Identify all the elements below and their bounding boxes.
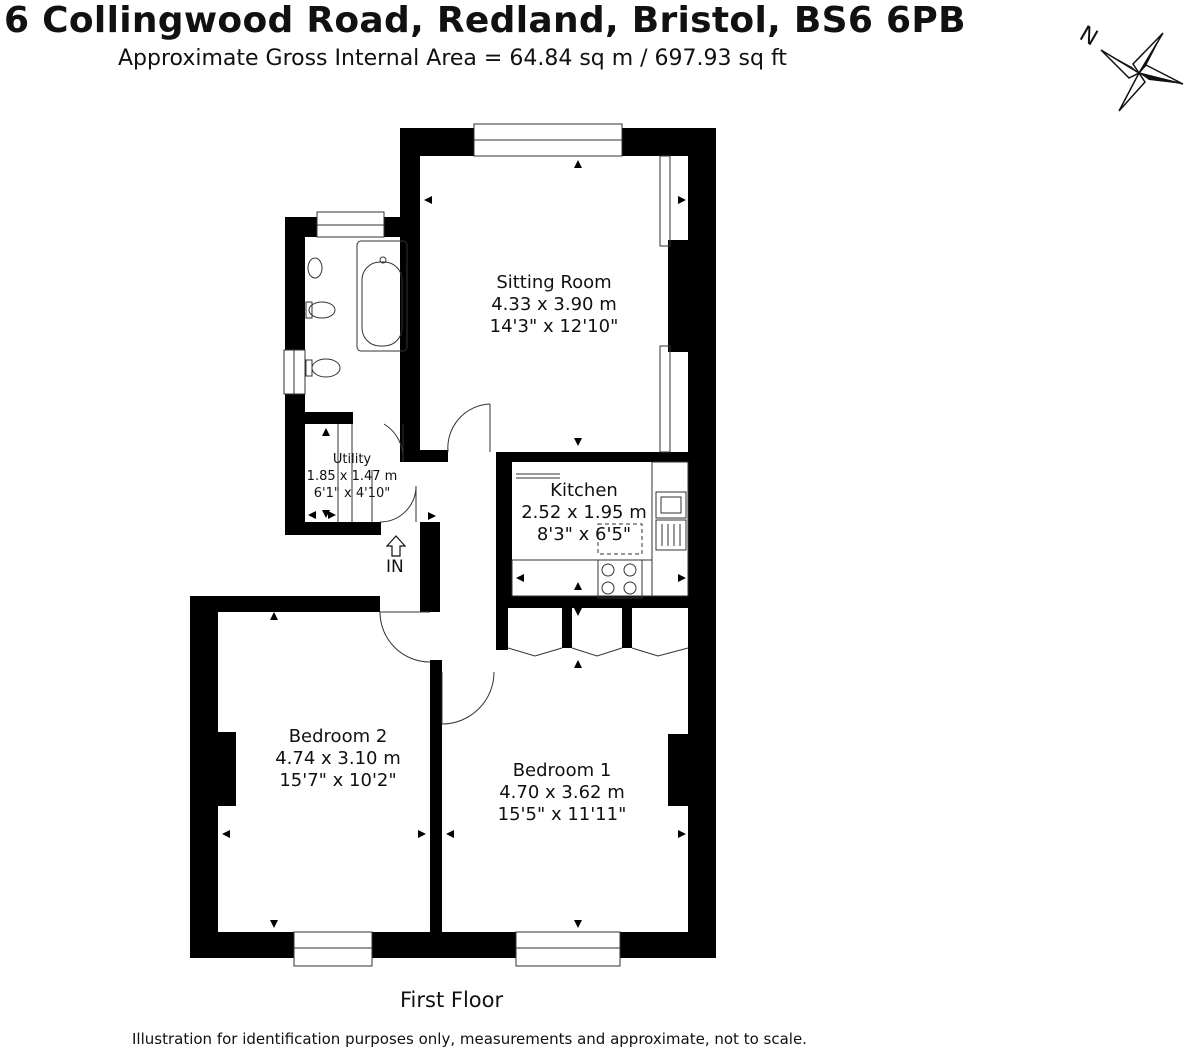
windows bbox=[283, 123, 623, 967]
entrance-label: IN bbox=[386, 557, 404, 577]
room-imperial: 14'3" x 12'10" bbox=[490, 316, 619, 337]
room-name: Kitchen bbox=[550, 480, 618, 501]
room-utility: Utility 1.85 x 1.47 m 6'1" x 4'10" bbox=[307, 452, 398, 501]
room-kitchen: Kitchen 2.52 x 1.95 m 8'3" x 6'5" bbox=[521, 480, 647, 545]
dimension-arrows bbox=[222, 160, 686, 928]
room-name: Bedroom 2 bbox=[289, 726, 388, 747]
room-name: Utility bbox=[333, 452, 372, 467]
room-name: Bedroom 1 bbox=[513, 760, 612, 781]
compass-icon: N bbox=[1075, 22, 1184, 112]
room-name: Sitting Room bbox=[496, 272, 611, 293]
room-imperial: 15'5" x 11'11" bbox=[498, 804, 627, 825]
property-address-title: 6 Collingwood Road, Redland, Bristol, BS… bbox=[4, 0, 966, 41]
room-imperial: 6'1" x 4'10" bbox=[314, 486, 390, 501]
walls bbox=[190, 128, 716, 958]
disclaimer-text: Illustration for identification purposes… bbox=[132, 1030, 807, 1048]
room-metric: 1.85 x 1.47 m bbox=[307, 469, 398, 484]
compass-north-label: N bbox=[1075, 22, 1102, 52]
fixtures bbox=[305, 155, 689, 725]
room-bedroom-1: Bedroom 1 4.70 x 3.62 m 15'5" x 11'11" bbox=[498, 760, 627, 825]
room-sitting-room: Sitting Room 4.33 x 3.90 m 14'3" x 12'10… bbox=[490, 272, 619, 337]
gross-internal-area: Approximate Gross Internal Area = 64.84 … bbox=[118, 46, 787, 71]
entrance-arrow-icon bbox=[385, 535, 407, 557]
floor-level-label: First Floor bbox=[400, 988, 504, 1012]
room-imperial: 8'3" x 6'5" bbox=[537, 524, 631, 545]
room-metric: 2.52 x 1.95 m bbox=[521, 502, 647, 523]
room-imperial: 15'7" x 10'2" bbox=[279, 770, 396, 791]
room-metric: 4.74 x 3.10 m bbox=[275, 748, 401, 769]
room-bedroom-2: Bedroom 2 4.74 x 3.10 m 15'7" x 10'2" bbox=[275, 726, 401, 791]
room-metric: 4.33 x 3.90 m bbox=[491, 294, 617, 315]
room-metric: 4.70 x 3.62 m bbox=[499, 782, 625, 803]
